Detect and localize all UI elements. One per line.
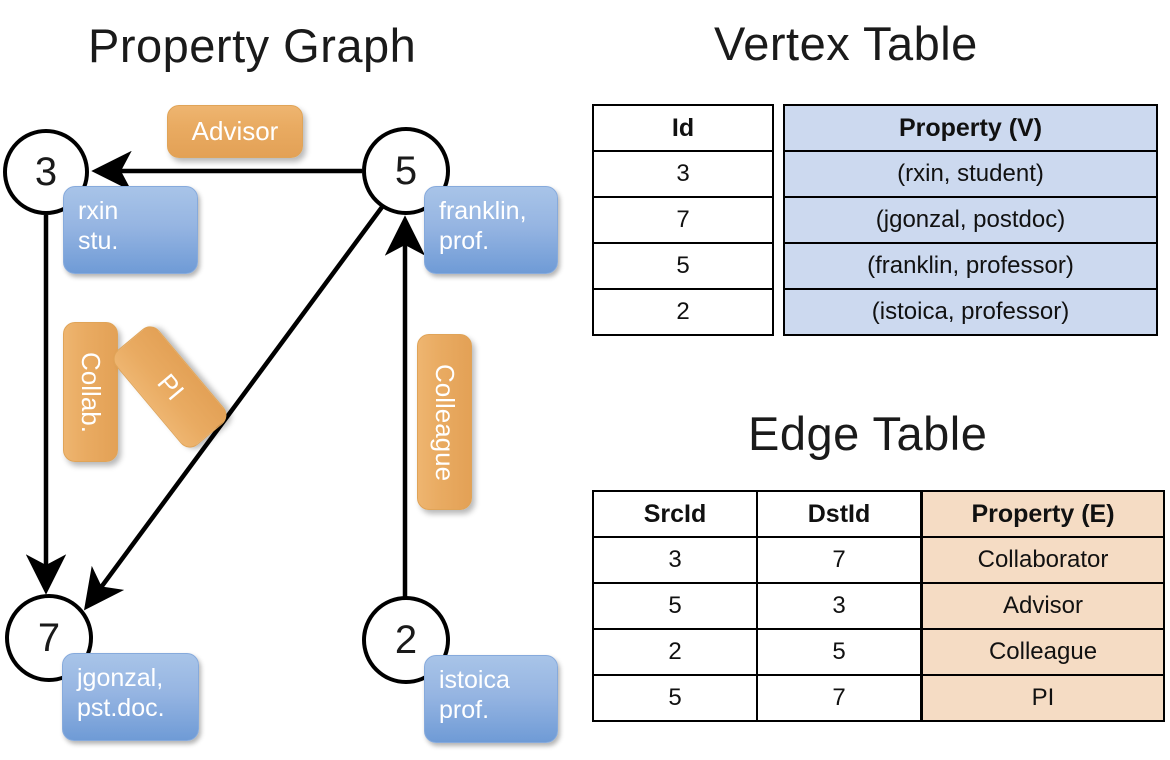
graph-node-5-label: 5 <box>394 148 418 193</box>
edge-table-cell-srcid: 5 <box>592 674 758 722</box>
page-title-property-graph: Property Graph <box>88 19 417 72</box>
vertex-table-id-column: Id 3 7 5 2 <box>592 104 774 336</box>
vertex-table-cell-id: 2 <box>592 288 774 336</box>
table-row[interactable]: 5 <box>592 242 774 290</box>
table-header-row: SrcId DstId <box>592 490 922 538</box>
table-row[interactable]: (rxin, student) <box>783 150 1158 198</box>
table-row[interactable]: PI <box>921 674 1165 722</box>
edge-label-advisor[interactable]: Advisor <box>167 105 303 158</box>
edge-table-cell-srcid: 3 <box>592 536 758 584</box>
vertex-property-box-7[interactable]: jgonzal, pst.doc. <box>62 653 199 741</box>
table-row[interactable]: Advisor <box>921 582 1165 630</box>
graph-node-7-label: 7 <box>37 615 61 660</box>
edge-label-collab[interactable]: Collab. <box>63 322 118 462</box>
vertex-property-box-3[interactable]: rxin stu. <box>63 186 198 274</box>
edge-table-header-srcid: SrcId <box>592 490 758 538</box>
graph-node-5[interactable]: 5 <box>362 127 450 215</box>
vertex-table-cell-property: (franklin, professor) <box>783 242 1158 290</box>
edge-table-property-column: Property (E) Collaborator Advisor Collea… <box>921 490 1165 722</box>
vertex-table-cell-id: 3 <box>592 150 774 198</box>
vertex-table-header-property: Property (V) <box>783 104 1158 152</box>
edge-label-colleague-text: Colleague <box>430 363 460 481</box>
edge-table-cell-dstid: 7 <box>756 674 922 722</box>
table-header-row: Id <box>592 104 774 152</box>
vertex-property-box-7-line1: jgonzal, <box>77 664 164 692</box>
vertex-table-property-column: Property (V) (rxin, student) (jgonzal, p… <box>783 104 1158 336</box>
graph-node-3-label: 3 <box>34 149 58 194</box>
edge-label-collab-text: Collab. <box>76 351 106 433</box>
vertex-property-box-2-line2: prof. <box>439 695 490 724</box>
vertex-property-box-2[interactable]: istoica prof. <box>424 655 558 743</box>
vertex-table-header-id: Id <box>592 104 774 152</box>
vertex-property-box-5-line2: prof. <box>439 226 490 255</box>
edge-table-cell-property: Collaborator <box>921 536 1165 584</box>
edge-label-pi-text: PI <box>150 367 190 406</box>
edge-label-colleague[interactable]: Colleague <box>417 334 472 510</box>
table-row[interactable]: 2 <box>592 288 774 336</box>
edge-table-cell-property: Colleague <box>921 628 1165 676</box>
edge-table-cell-srcid: 2 <box>592 628 758 676</box>
graph-edges-svg <box>25 150 426 611</box>
vertex-table-cell-property: (rxin, student) <box>783 150 1158 198</box>
table-row[interactable]: 3 7 <box>592 536 922 584</box>
table-row[interactable]: 3 <box>592 150 774 198</box>
table-row[interactable]: (istoica, professor) <box>783 288 1158 336</box>
edge-table-cell-dstid: 7 <box>756 536 922 584</box>
edge-table-cell-dstid: 5 <box>756 628 922 676</box>
edge-table-header-property: Property (E) <box>921 490 1165 538</box>
edge-table-header-dstid: DstId <box>756 490 922 538</box>
vertex-property-box-3-line1: rxin <box>78 197 119 225</box>
edge-label-advisor-text: Advisor <box>191 116 279 146</box>
edge-table-src-dst-columns: SrcId DstId 3 7 5 3 2 5 5 7 <box>592 490 922 722</box>
table-row[interactable]: 7 <box>592 196 774 244</box>
edge-table-cell-property: PI <box>921 674 1165 722</box>
vertex-property-box-3-line2: stu. <box>78 226 119 255</box>
vertex-table-cell-id: 7 <box>592 196 774 244</box>
vertex-table-cell-id: 5 <box>592 242 774 290</box>
page-title-edge-table: Edge Table <box>748 407 988 460</box>
edge-table-cell-srcid: 5 <box>592 582 758 630</box>
page-title-vertex-table: Vertex Table <box>714 17 978 70</box>
vertex-property-box-5-line1: franklin, <box>439 197 527 225</box>
table-row[interactable]: (jgonzal, postdoc) <box>783 196 1158 244</box>
vertex-table-cell-property: (jgonzal, postdoc) <box>783 196 1158 244</box>
vertex-property-box-5[interactable]: franklin, prof. <box>424 186 558 274</box>
property-graph-panel: Property Graph 3 5 7 <box>0 0 580 760</box>
table-header-row: Property (E) <box>921 490 1165 538</box>
vertex-table-cell-property: (istoica, professor) <box>783 288 1158 336</box>
edge-table-cell-property: Advisor <box>921 582 1165 630</box>
graph-node-2-label: 2 <box>394 617 418 662</box>
table-row[interactable]: 5 3 <box>592 582 922 630</box>
table-row[interactable]: Colleague <box>921 628 1165 676</box>
graph-node-2[interactable]: 2 <box>362 596 450 684</box>
table-row[interactable]: Collaborator <box>921 536 1165 584</box>
edge-table-cell-dstid: 3 <box>756 582 922 630</box>
table-header-row: Property (V) <box>783 104 1158 152</box>
table-row[interactable]: (franklin, professor) <box>783 242 1158 290</box>
table-row[interactable]: 5 7 <box>592 674 922 722</box>
vertex-property-box-2-line1: istoica <box>439 666 510 694</box>
table-row[interactable]: 2 5 <box>592 628 922 676</box>
edge-5-to-7 <box>83 201 387 611</box>
vertex-property-box-7-line2: pst.doc. <box>77 693 165 722</box>
